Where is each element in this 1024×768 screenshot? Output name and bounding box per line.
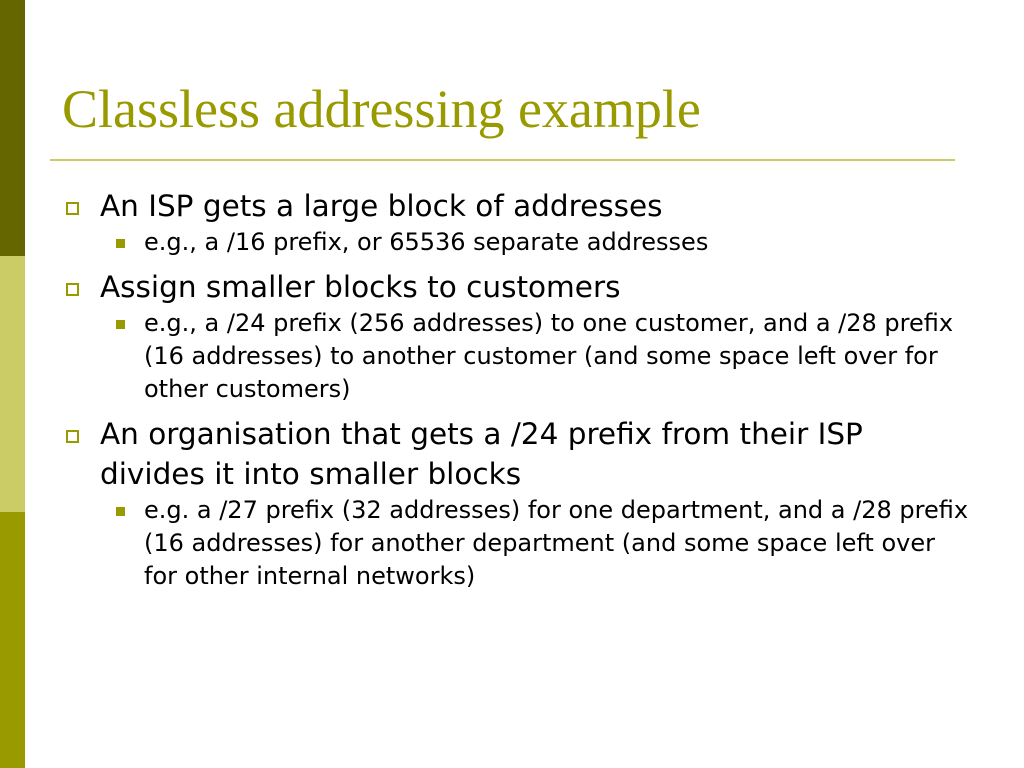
sub-bullet-item: e.g. a /27 prefix (32 addresses) for one…	[64, 494, 974, 593]
side-band-olive	[0, 512, 25, 768]
bullet-text: An organisation that gets a /24 prefix f…	[100, 417, 863, 491]
filled-square-bullet-icon	[116, 320, 125, 329]
slide-title: Classless addressing example	[62, 79, 701, 139]
bullet-text: An ISP gets a large block of addresses	[100, 189, 663, 223]
sub-bullet-text: e.g., a /24 prefix (256 addresses) to on…	[144, 309, 954, 403]
bullet-text: Assign smaller blocks to customers	[100, 270, 621, 304]
bullet-item: Assign smaller blocks to customers	[64, 267, 974, 307]
bullet-item: An ISP gets a large block of addresses	[64, 186, 974, 226]
hollow-square-bullet-icon	[66, 430, 79, 443]
sub-bullet-text: e.g. a /27 prefix (32 addresses) for one…	[144, 496, 969, 590]
sub-bullet-item: e.g., a /16 prefix, or 65536 separate ad…	[64, 226, 974, 259]
filled-square-bullet-icon	[116, 239, 125, 248]
side-band-light	[0, 256, 25, 512]
filled-square-bullet-icon	[116, 507, 125, 516]
sub-bullet-item: e.g., a /24 prefix (256 addresses) to on…	[64, 307, 974, 406]
title-underline	[50, 159, 955, 161]
bullet-item: An organisation that gets a /24 prefix f…	[64, 414, 974, 494]
sub-bullet-text: e.g., a /16 prefix, or 65536 separate ad…	[144, 228, 709, 256]
slide-body: An ISP gets a large block of addresses e…	[64, 186, 974, 595]
hollow-square-bullet-icon	[66, 202, 79, 215]
side-band-dark	[0, 0, 25, 256]
hollow-square-bullet-icon	[66, 283, 79, 296]
